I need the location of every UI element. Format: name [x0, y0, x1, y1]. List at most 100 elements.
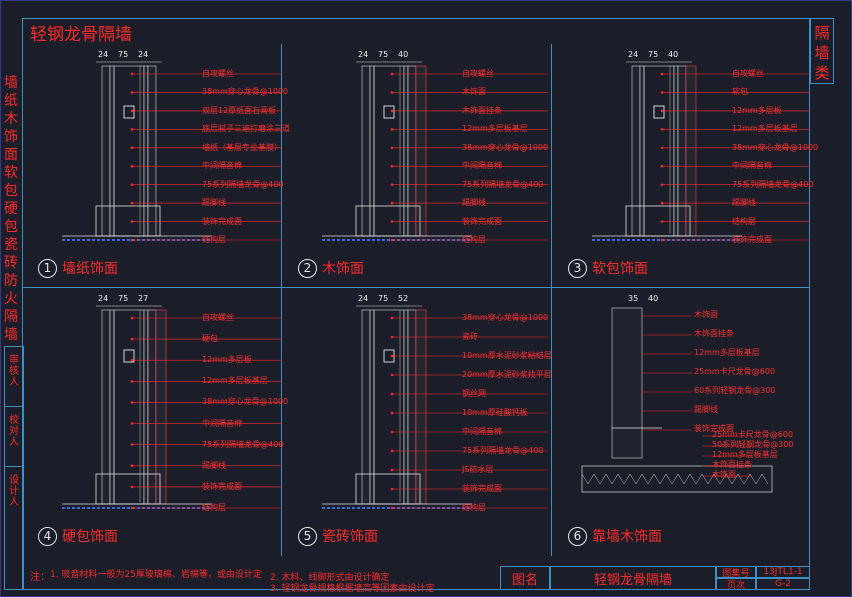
leader-dot [390, 72, 394, 76]
wall-layer [403, 65, 409, 237]
wall-layer [407, 65, 417, 237]
callout-label: 踢脚线 [732, 198, 756, 208]
callout-label: 木饰面 [712, 470, 736, 479]
dimension-value: 35 [628, 294, 639, 303]
sign-cell-design: 设计人 [5, 467, 23, 527]
leader-dot [130, 485, 134, 489]
callout-label: 60系列轻钢龙骨@300 [694, 386, 776, 395]
callout-label: 结构层 [462, 235, 486, 244]
leader-dot [660, 128, 664, 131]
notes-prefix: 注： [30, 572, 50, 583]
leader-dot [130, 380, 134, 383]
callout-label: 75系列隔墙龙骨@400 [202, 439, 284, 449]
leader-dot [390, 164, 394, 168]
callout-label: 中间隔音棉 [202, 418, 242, 428]
left-strip: 墙纸木饰面软包硬包瓷砖防火隔墙 [2, 74, 20, 344]
stud-profile [653, 105, 665, 119]
leader-dot [390, 392, 394, 396]
plan-section [581, 465, 773, 493]
leader-dot [660, 109, 664, 113]
callout-label: 装饰完成面 [462, 216, 502, 226]
wall-section-drawing [322, 61, 548, 242]
dimension-value: 24 [98, 50, 109, 59]
callout-label: 50系列轻钢龙骨@300 [712, 440, 794, 449]
dimension-value: 75 [118, 294, 129, 303]
detail-number: 3 [568, 258, 587, 278]
tb-label-no: 图集号 [716, 566, 756, 579]
detail-number: 2 [298, 258, 317, 278]
callout-label: 自攻螺丝 [202, 313, 234, 322]
dimension-value: 75 [378, 294, 389, 303]
callout-label: 装饰完成面 [462, 484, 502, 493]
callout-label: 中间隔音棉 [462, 427, 502, 436]
wall-section-drawing [322, 305, 548, 510]
wall-layer [361, 309, 371, 505]
callout-label: 25mm卡尺龙骨@600 [712, 430, 794, 439]
wall-layer [403, 309, 409, 505]
detail-number: 5 [298, 526, 317, 546]
wall-layer [361, 65, 371, 237]
wall-layer [147, 65, 157, 237]
leader-dot [390, 335, 394, 339]
dimension-value: 24 [358, 50, 369, 59]
wall-section-drawing [581, 307, 773, 493]
note-3: 3. 轻钢龙骨规格根据墙高等因素由设计定 [270, 584, 435, 594]
tb-label-page: 页次 [716, 578, 756, 591]
leader-dot [660, 201, 664, 205]
sign-label: 设计人 [9, 475, 19, 508]
detail-name: 硬包饰面 [62, 529, 118, 545]
callout-label: 木饰面 [694, 310, 718, 319]
dimension-value: 24 [138, 50, 149, 59]
leader-dot [660, 238, 664, 242]
wall-layer [109, 309, 115, 505]
plan-hatch [581, 473, 769, 485]
callout-label: 38mm穿心龙骨@1000 [732, 142, 819, 152]
leader-dot [660, 146, 664, 150]
callout-label: JS防水层 [462, 465, 494, 474]
leader-dot [130, 401, 134, 404]
callout-label: 自攻螺丝 [202, 69, 234, 78]
callout-label: 结构层 [462, 503, 486, 512]
notes: 注： 1. 吸音材料一般为25厚玻璃棉、岩棉等，或由设计定 2. 木料、线脚形式… [30, 568, 500, 594]
callout-label: 中间隔音棉 [202, 161, 242, 171]
detail-number: 1 [38, 258, 57, 278]
page-title: 轻钢龙骨隔墙 [30, 25, 132, 45]
leader-dot [390, 468, 394, 472]
category-text: 隔墙类 [814, 24, 830, 82]
leader-dot [130, 201, 134, 205]
category-tab: 隔墙类 [810, 18, 834, 84]
leader-dot [390, 487, 394, 491]
leader-dot [390, 146, 394, 150]
wall-section-drawing [592, 61, 810, 242]
callout-label: 结构层 [202, 235, 226, 244]
stud-profile [123, 349, 135, 363]
detail-caption: 2 木饰面 [298, 258, 364, 278]
callout-label: 12mm多层板 [732, 105, 782, 115]
callout-label: 装饰完成面 [694, 424, 734, 433]
wall-layer [639, 65, 645, 237]
leader-dot [390, 316, 394, 320]
callout-label: 38mm穿心龙骨@1000 [202, 87, 289, 97]
leader-dot [130, 109, 134, 113]
callout-label: 75系列隔墙龙骨@400 [732, 179, 814, 189]
callout-label: 踢脚线 [202, 460, 226, 470]
callout-label: 75系列隔墙龙骨@400 [462, 446, 544, 455]
left-strip-text: 墙纸木饰面软包硬包瓷砖防火隔墙 [4, 75, 18, 343]
callout-label: 10mm厚水泥砂浆粘结层 [462, 351, 552, 360]
leader-dot [390, 128, 394, 131]
wall-layer [677, 65, 687, 237]
callout-label: 12mm多层板基层 [732, 124, 798, 134]
wall-layer [369, 65, 375, 237]
detail-name: 木饰面 [322, 261, 364, 277]
callout-label: 木饰面挂条 [712, 460, 752, 469]
dimension-value: 40 [648, 294, 659, 303]
finish-layer [685, 65, 697, 237]
callout-label: 墙纸（基层专业基膜） [202, 142, 282, 152]
leader-dot [390, 506, 394, 510]
callout-label: 中间隔音棉 [462, 161, 502, 171]
callout-label: 38mm穿心龙骨@1000 [202, 397, 289, 407]
